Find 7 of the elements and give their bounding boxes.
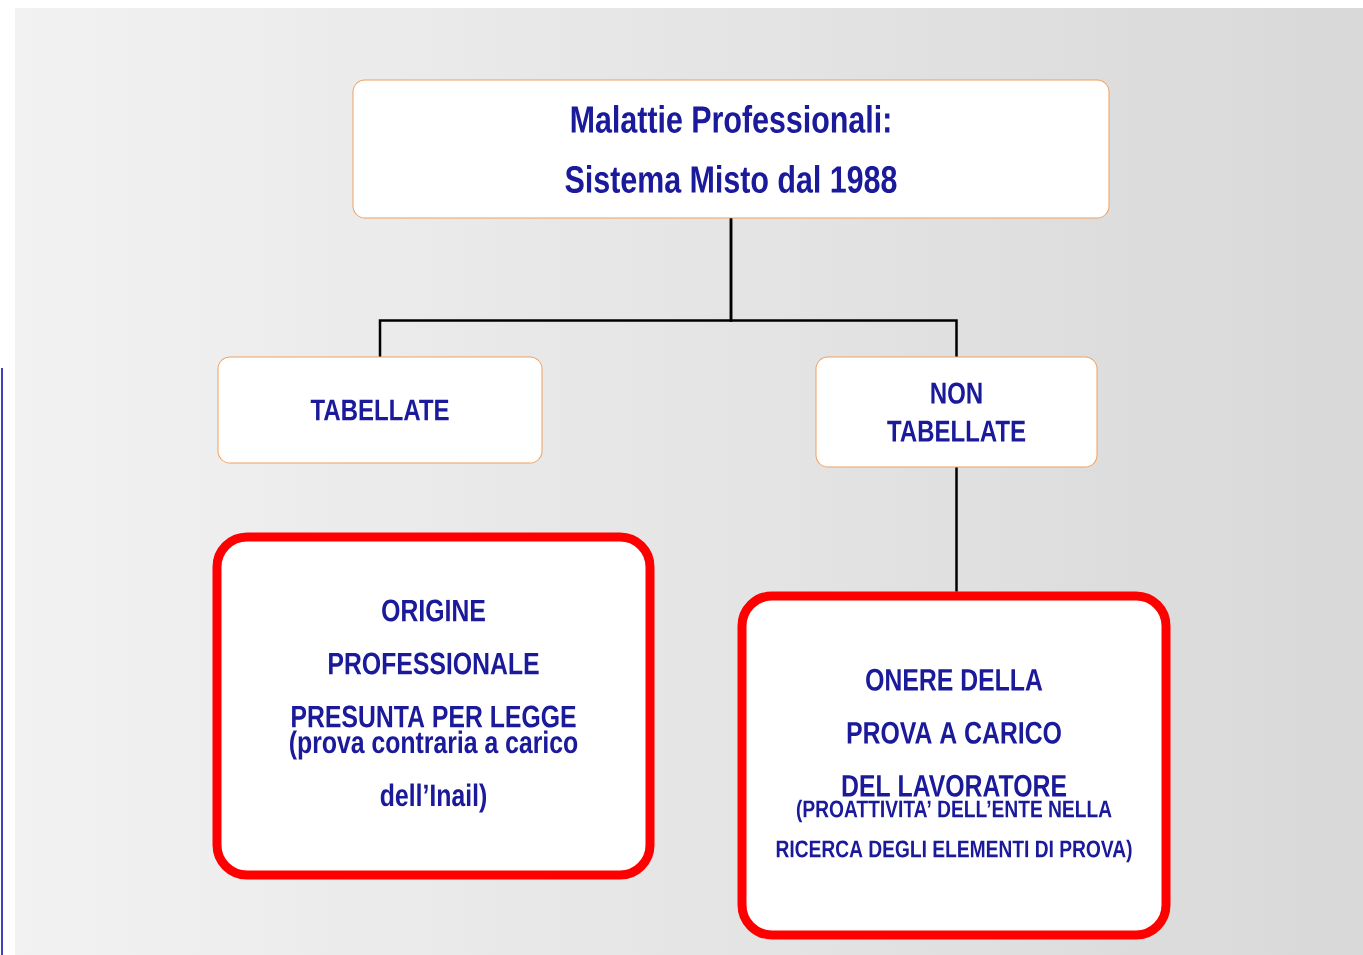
description-box: ONERE DELLA PROVA A CARICO DEL LAVORATORE (PROATTIVITA’ DELL’ENTE NELLA RICERCA DEGLI ELEMENTI DI PROVA) [737, 591, 1171, 940]
description-box: ORIGINE PROFESSIONALE PRESUNTA PER LEGGE (prova contraria a carico dell’Inail) [212, 532, 655, 880]
connector-line [955, 467, 958, 592]
connector-line [729, 218, 958, 357]
category-box: Malattie Professionali: Sistema Misto dal 1988 [352, 79, 1110, 219]
category-box: TABELLATE [217, 356, 543, 464]
category-box: NON TABELLATE [815, 356, 1098, 468]
